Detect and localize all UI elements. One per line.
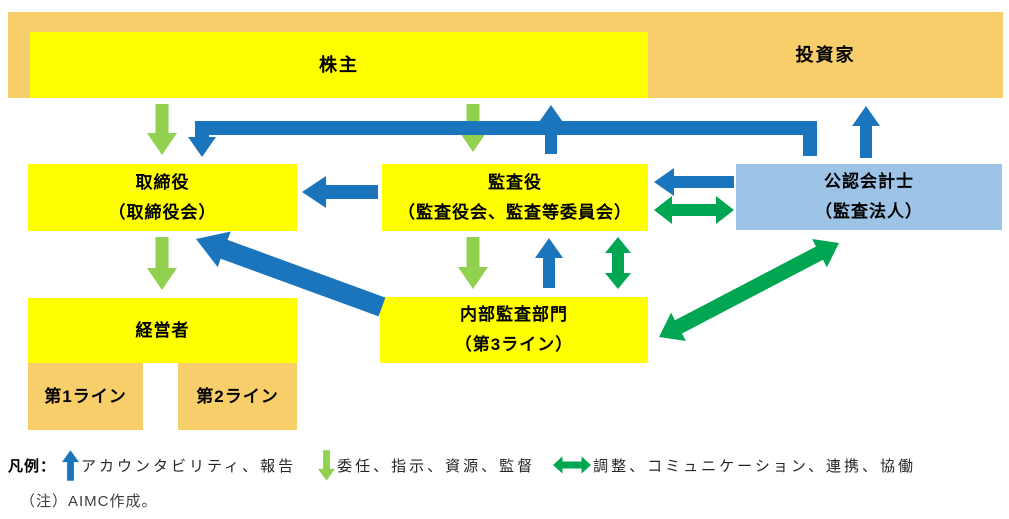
internal-audit-label-line1: 内部監査部門 [460,305,568,324]
delegation-arrow-auditors-internal-audit [458,237,488,289]
coordination-arrow-auditors-internal-audit [605,237,631,289]
management-box: 経営者 [28,298,297,363]
directors-box: 取締役 （取締役会） [28,164,297,231]
accountability-arrow-internal-audit-auditors [535,238,563,288]
legend: 凡例： アカウンタビリティ、報告 委任、指示、資源、監督 調整、コミュニケーショ… [8,448,916,482]
green-down-arrow-icon [318,449,336,481]
accountability-arrow-cpa-investors [852,106,880,158]
legend-title: 凡例： [8,457,57,475]
coordination-arrow-auditors-cpa [654,196,734,224]
note-text: （注）AIMC作成。 [20,493,158,510]
cpa-label-line2: （監査法人） [815,202,923,221]
shareholders-label: 株主 [319,55,359,75]
green-double-arrow-icon [553,456,592,474]
delegation-arrow-directors-management [147,237,177,290]
second-line-box: 第2ライン [178,363,297,430]
internal-audit-box: 内部監査部門 （第3ライン） [380,297,648,363]
shareholders-box: 株主 [30,32,648,98]
auditors-label-line2: （監査役会、監査等委員会） [398,202,632,222]
first-line-label: 第1ライン [44,386,127,406]
auditors-label-line1: 監査役 [488,172,542,192]
coordination-arrow-internal-audit-cpa [659,239,839,341]
cpa-box: 公認会計士 （監査法人） [736,164,1002,230]
delegation-arrow-shareholders-directors [147,104,177,155]
directors-label-line1: 取締役 [135,172,190,192]
arrow-cpa-auditors [654,168,734,196]
arrow-auditors-directors [302,176,378,208]
internal-audit-label-line2: （第3ライン） [454,335,574,354]
legend-item-delegation: 委任、指示、資源、監督 [337,457,536,475]
investors-box: 投資家 [648,12,1003,98]
accountability-line-cpa-directors-head [188,137,216,157]
accountability-arrow-auditors-shareholders [537,105,565,154]
cpa-label-line1: 公認会計士 [824,172,914,191]
blue-up-arrow-icon [62,449,80,481]
directors-label-line2: （取締役会） [108,202,217,222]
delegation-arrow-shareholders-auditors [458,104,488,152]
investors-label: 投資家 [795,45,856,65]
accountability-line-cpa-directors [195,121,817,156]
first-line-box: 第1ライン [28,363,143,430]
legend-item-accountability: アカウンタビリティ、報告 [81,457,297,475]
legend-item-coordination: 調整、コミュニケーション、連携、協働 [593,457,916,475]
auditors-box: 監査役 （監査役会、監査等委員会） [382,164,648,231]
second-line-label: 第2ライン [196,386,279,406]
management-label: 経営者 [135,320,190,340]
